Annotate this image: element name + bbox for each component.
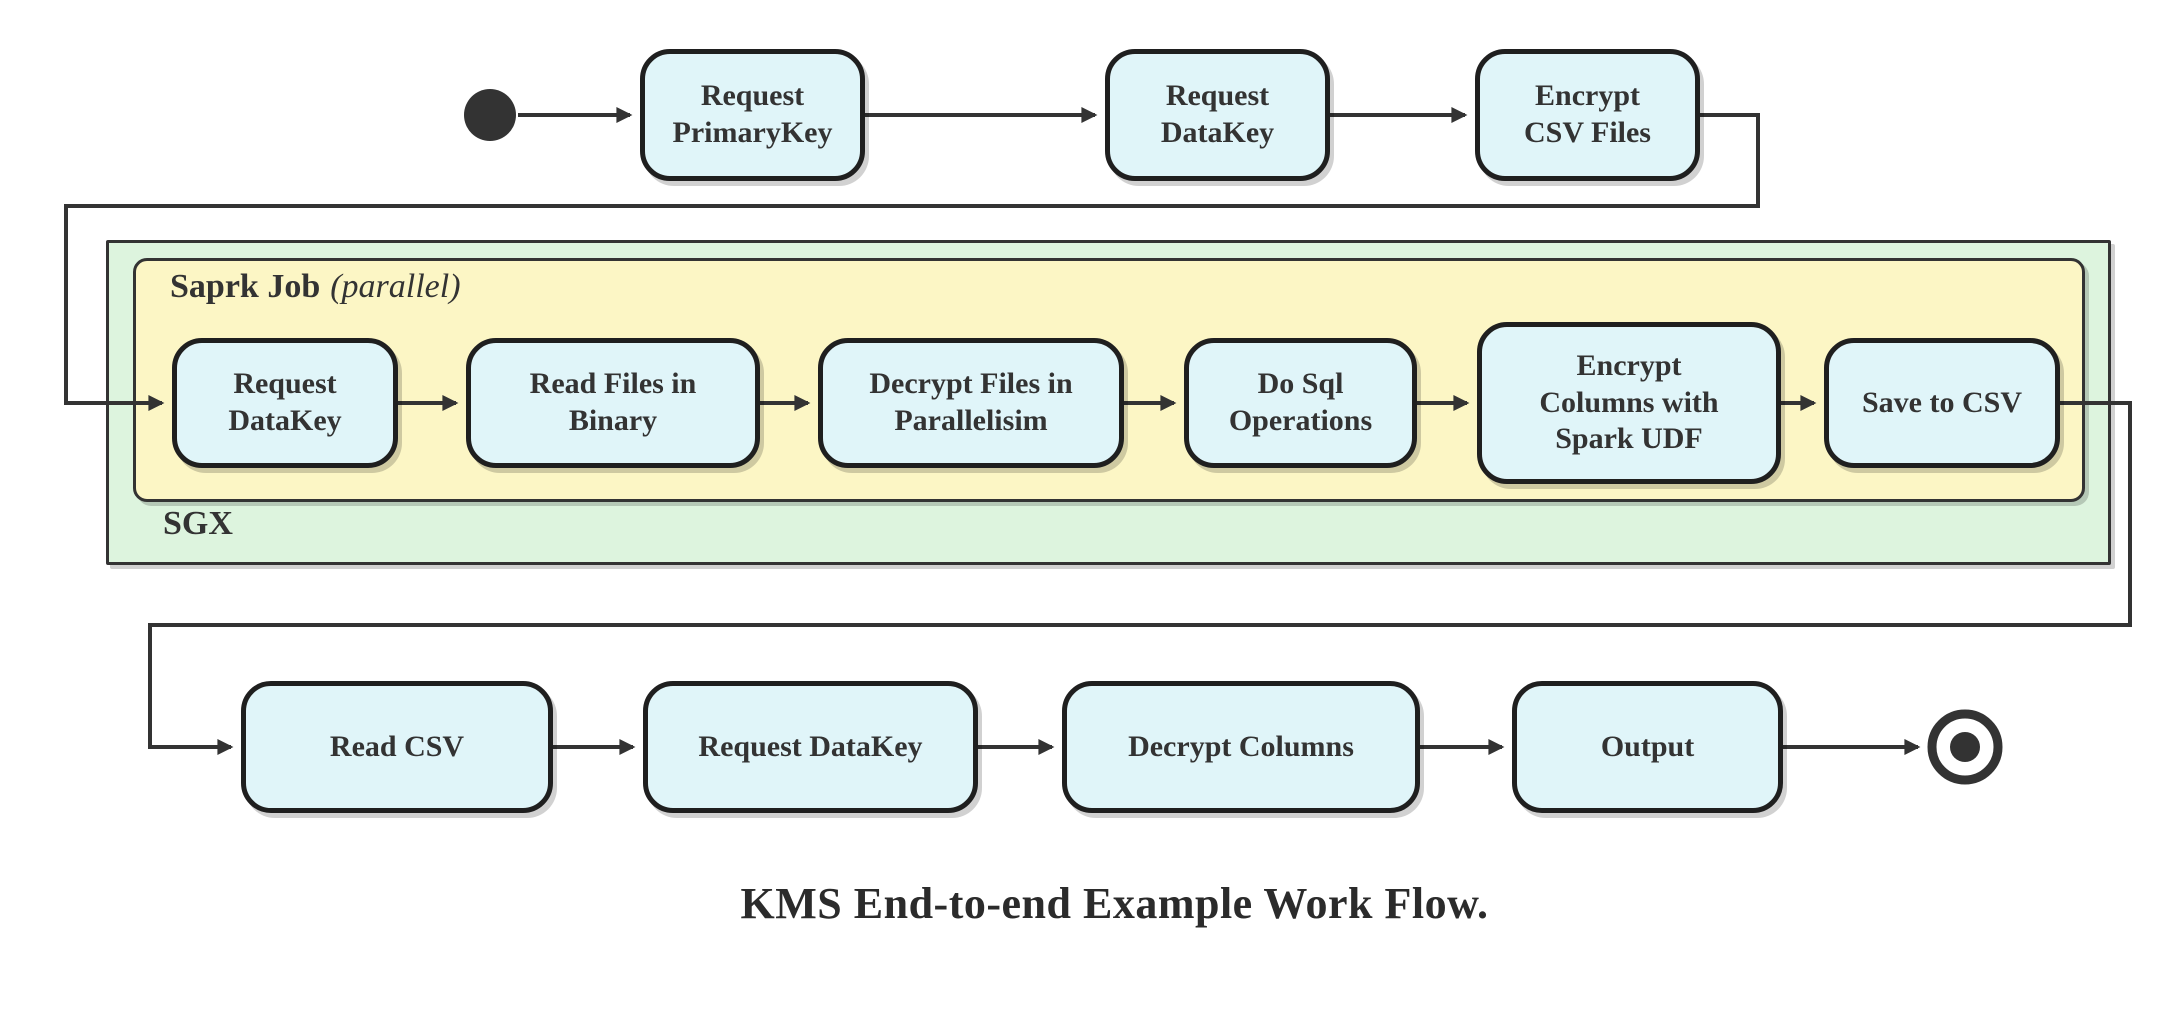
end-node-ring bbox=[1927, 709, 2003, 785]
spark-job-qualifier: (parallel) bbox=[330, 268, 461, 305]
start-node bbox=[464, 89, 516, 141]
node-request-datakey-bottom: Request DataKey bbox=[643, 681, 978, 813]
spark-job-label-text: Saprk Job bbox=[170, 268, 321, 305]
node-encrypt-csv-files: Encrypt CSV Files bbox=[1475, 49, 1700, 181]
diagram-caption: KMS End-to-end Example Work Flow. bbox=[740, 879, 1489, 928]
node-request-datakey-top: Request DataKey bbox=[1105, 49, 1330, 181]
end-node-dot bbox=[1950, 732, 1980, 762]
sgx-label: SGX bbox=[163, 505, 233, 542]
node-save-to-csv: Save to CSV bbox=[1824, 338, 2060, 468]
node-output: Output bbox=[1512, 681, 1783, 813]
node-request-datakey-spark: Request DataKey bbox=[172, 338, 398, 468]
node-read-files-binary: Read Files in Binary bbox=[466, 338, 760, 468]
node-read-csv: Read CSV bbox=[241, 681, 553, 813]
node-decrypt-columns: Decrypt Columns bbox=[1062, 681, 1420, 813]
spark-job-label: Saprk Job(parallel) bbox=[170, 268, 461, 306]
node-request-primarykey: Request PrimaryKey bbox=[640, 49, 865, 181]
node-decrypt-files-parallelisim: Decrypt Files in Parallelisim bbox=[818, 338, 1124, 468]
node-do-sql-operations: Do Sql Operations bbox=[1184, 338, 1417, 468]
node-encrypt-columns-spark-udf: Encrypt Columns with Spark UDF bbox=[1477, 322, 1781, 484]
